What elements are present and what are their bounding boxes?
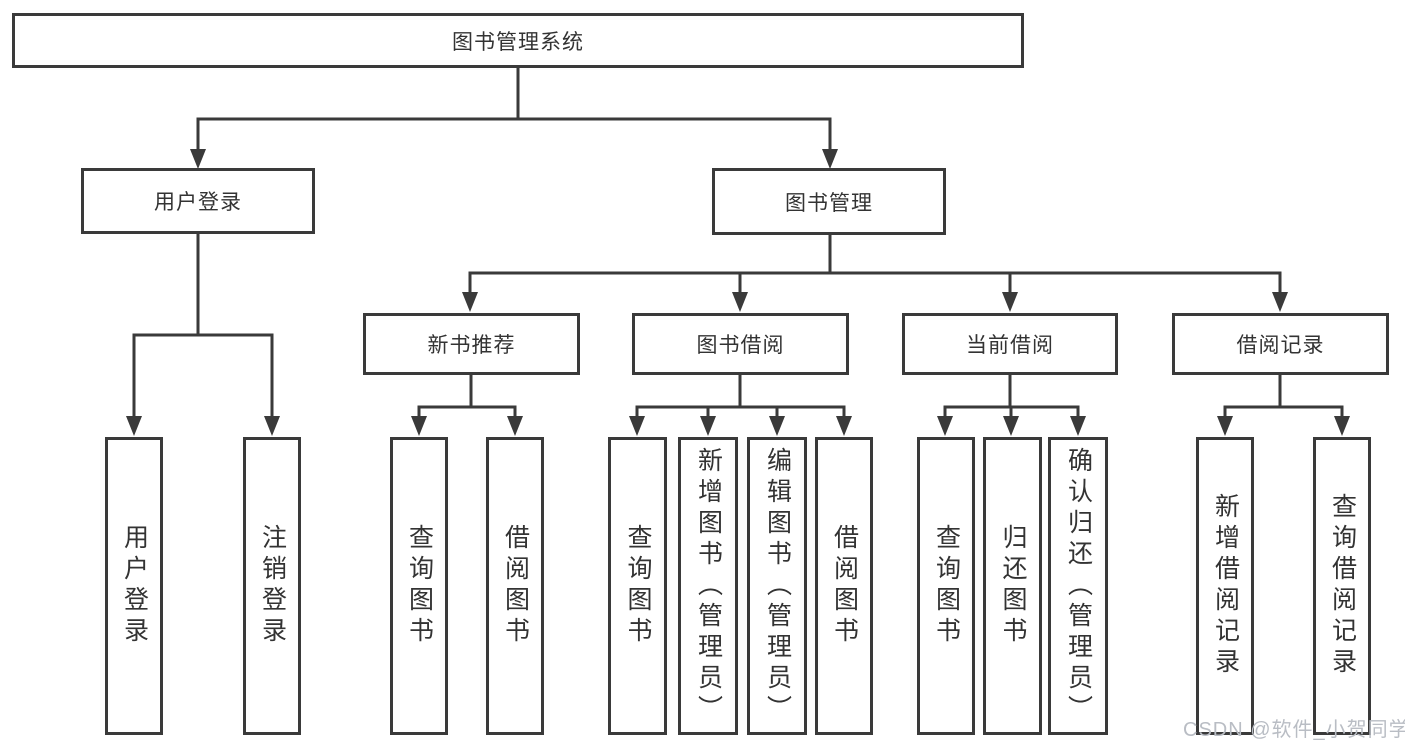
leaf-nb-borrow-books-label: 借阅图书 [501,524,530,648]
leaf-logout-label: 注销登录 [258,524,287,648]
leaf-cb-query-books: 查询图书 [917,437,975,735]
node-new-book-recommend-label: 新书推荐 [427,334,516,357]
node-root: 图书管理系统 [12,13,1024,68]
leaf-nb-query-books: 查询图书 [390,437,448,735]
connector-book-management-to-level3 [462,235,1288,312]
arrow-down-icon [700,416,716,436]
leaf-br-query-record-label: 查询借阅记录 [1328,493,1357,679]
node-book-borrowing-label: 图书借阅 [696,334,785,357]
arrow-down-icon [1272,292,1288,312]
leaf-bb-edit-books-admin-label: 编辑图书（管理员） [763,446,792,726]
arrow-down-icon [507,416,523,436]
leaf-bb-add-books-admin: 新增图书（管理员） [678,437,738,735]
node-new-book-recommend: 新书推荐 [363,313,580,375]
leaf-cb-return-books: 归还图书 [983,437,1042,735]
connector-root-to-level2 [190,66,838,169]
connector-user-login-to-leaves [126,233,280,436]
arrow-down-icon [126,416,142,436]
node-current-borrowing: 当前借阅 [902,313,1118,375]
node-borrowing-records: 借阅记录 [1172,313,1389,375]
arrow-down-icon [462,292,478,312]
node-current-borrowing-label: 当前借阅 [966,334,1054,357]
node-user-login: 用户登录 [81,168,315,234]
leaf-br-query-record: 查询借阅记录 [1313,437,1371,735]
leaf-cb-query-books-label: 查询图书 [932,524,961,648]
leaf-br-add-record-label: 新增借阅记录 [1211,493,1240,679]
leaf-bb-borrow-books-label: 借阅图书 [830,524,859,648]
node-book-borrowing: 图书借阅 [632,313,849,375]
arrow-down-icon [190,149,206,169]
leaf-bb-edit-books-admin: 编辑图书（管理员） [747,437,807,735]
node-book-management-label: 图书管理 [785,191,873,215]
arrow-down-icon [836,416,852,436]
arrow-down-icon [1217,416,1233,436]
leaf-nb-borrow-books: 借阅图书 [486,437,544,735]
node-book-management: 图书管理 [712,168,946,235]
arrow-down-icon [1334,416,1350,436]
connector-book-borrowing-to-leaves [629,375,852,436]
connector-new-book-recommend-to-leaves [411,375,523,436]
arrow-down-icon [937,416,953,436]
leaf-bb-query-books-label: 查询图书 [624,524,652,648]
leaf-user-login-label: 用户登录 [120,524,149,648]
node-borrowing-records-label: 借阅记录 [1236,334,1325,357]
arrow-down-icon [1003,416,1019,436]
arrow-down-icon [822,149,838,169]
arrow-down-icon [1070,416,1086,436]
leaf-cb-confirm-return-admin: 确认归还（管理员） [1048,437,1108,735]
node-user-login-label: 用户登录 [154,191,242,214]
leaf-logout: 注销登录 [243,437,301,735]
csdn-watermark: CSDN @软件_小贺同学 [1183,719,1405,741]
leaf-nb-query-books-label: 查询图书 [405,524,434,648]
leaf-cb-return-books-label: 归还图书 [999,524,1027,648]
connector-borrowing-records-to-leaves [1217,375,1350,436]
arrow-down-icon [411,416,427,436]
leaf-user-login: 用户登录 [105,437,163,735]
arrow-down-icon [629,416,645,436]
arrow-down-icon [732,292,748,312]
connector-current-borrowing-to-leaves [937,375,1086,436]
leaf-cb-confirm-return-admin-label: 确认归还（管理员） [1064,446,1093,726]
leaf-bb-borrow-books: 借阅图书 [815,437,873,735]
leaf-bb-query-books: 查询图书 [608,437,667,735]
arrow-down-icon [769,416,785,436]
leaf-bb-add-books-admin-label: 新增图书（管理员） [694,446,723,726]
leaf-br-add-record: 新增借阅记录 [1196,437,1254,735]
arrow-down-icon [1002,292,1018,312]
arrow-down-icon [264,416,280,436]
node-root-label: 图书管理系统 [452,30,584,54]
